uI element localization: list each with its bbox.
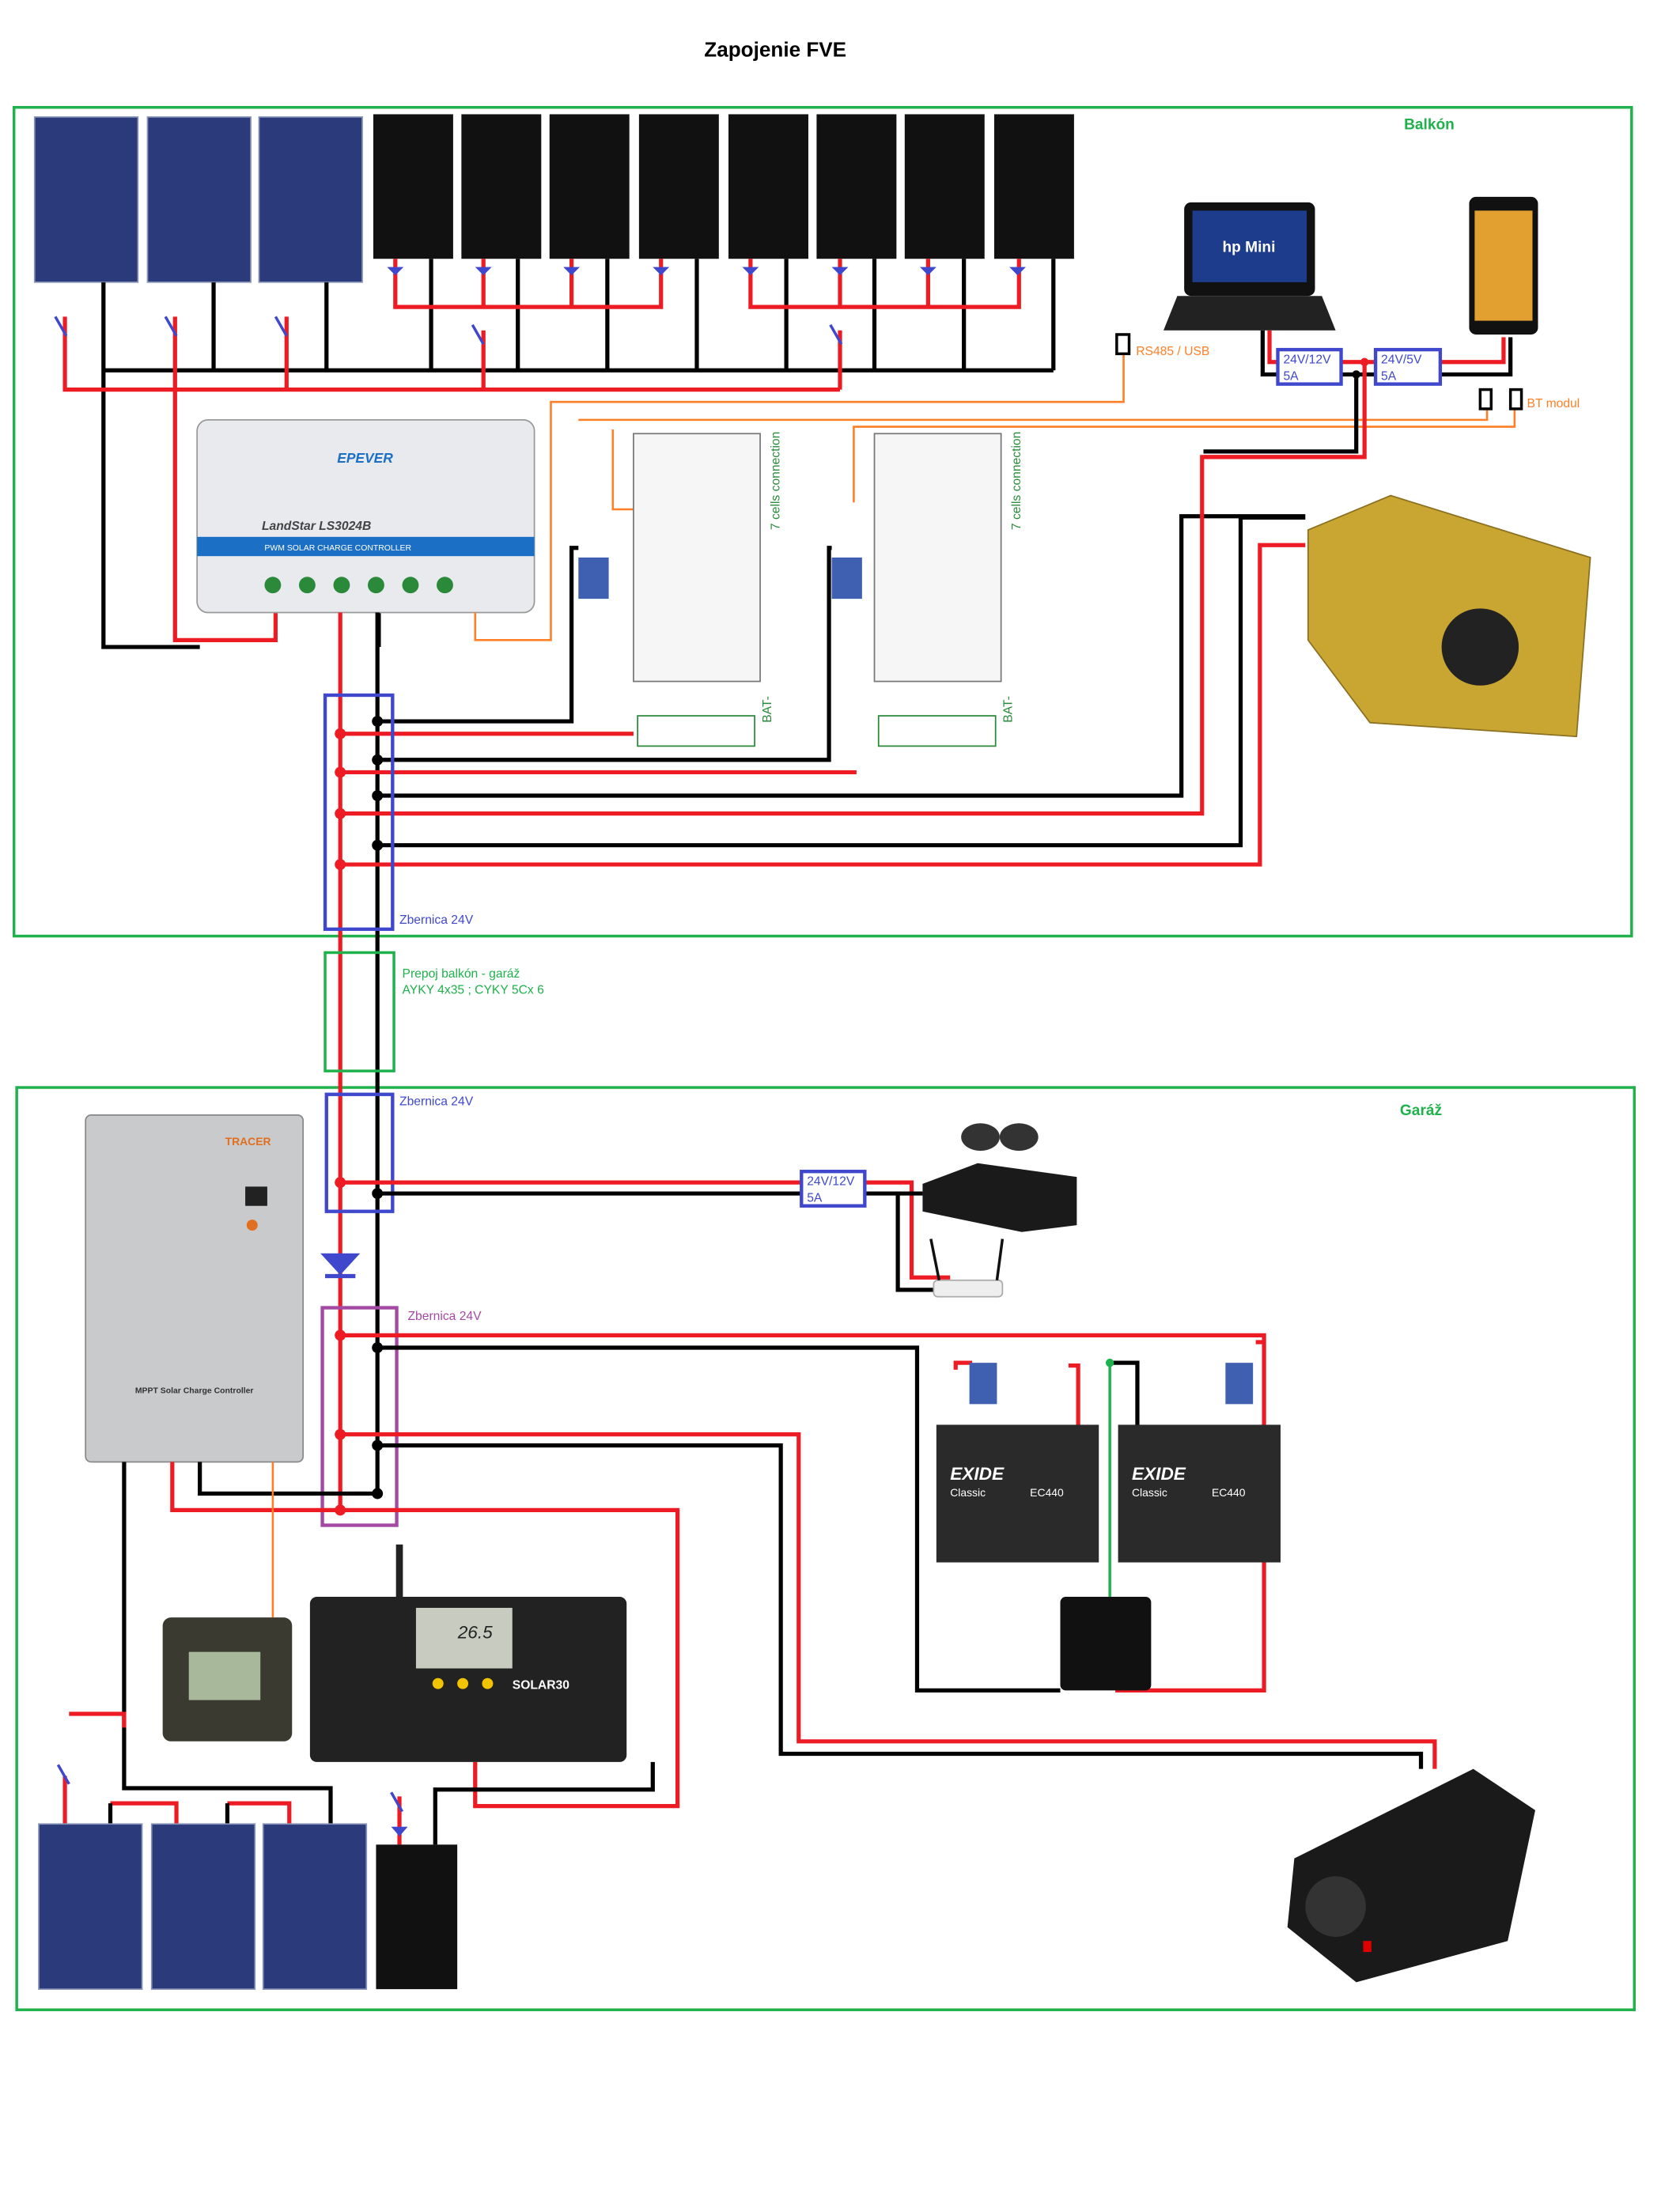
- bt-connector-1: [1478, 388, 1493, 410]
- converter-24v-12v-garaz: 24V/12V 5A: [800, 1170, 867, 1208]
- bus-purple-label: Zbernica 24V: [407, 1310, 482, 1323]
- battery-balancer: [1060, 1597, 1152, 1691]
- svg-text:24V/5V: 24V/5V: [1381, 354, 1422, 367]
- fuse-holder-1: [578, 557, 609, 599]
- switches-lower: [56, 1764, 404, 1813]
- svg-text:MPPT Solar Charge Controller: MPPT Solar Charge Controller: [135, 1386, 254, 1395]
- remote-meter: [162, 1617, 293, 1742]
- svg-text:24V/12V: 24V/12V: [807, 1175, 855, 1189]
- fuse-holders-battery: [969, 1363, 1254, 1405]
- bus-upper-label: Zbernica 24V: [399, 913, 474, 927]
- solar-panel-black-lower: [376, 1844, 458, 1990]
- rs485-connector: [1115, 333, 1131, 356]
- bt-module-label: BT modul: [1527, 397, 1580, 410]
- svg-text:hp Mini: hp Mini: [1222, 240, 1275, 256]
- svg-text:EC440: EC440: [1030, 1486, 1064, 1499]
- svg-text:BAT-: BAT-: [1002, 696, 1016, 723]
- bus-lower-box: [324, 1092, 395, 1213]
- solar-panels-blue-lower: [38, 1823, 368, 1990]
- svg-text:Classic: Classic: [950, 1486, 986, 1499]
- rs485-label: RS485 / USB: [1136, 345, 1209, 358]
- link-label-2: AYKY 4x35 ; CYKY 5Cx 6: [403, 984, 545, 997]
- link-box: [324, 951, 395, 1072]
- diode-lower-icon: [391, 1826, 408, 1836]
- solar-panels-black-upper: [373, 114, 1074, 259]
- laptop-hp-mini: hp Mini: [1164, 202, 1336, 331]
- battery-1: EXIDE Classic EC440: [936, 1424, 1099, 1563]
- link-label-1: Prepoj balkón - garáž: [403, 967, 520, 981]
- epever-charge-controller: EPEVER LandStar LS3024B PWM SOLAR CHARGE…: [196, 418, 535, 614]
- zone-garaz-label: Garáž: [1400, 1102, 1442, 1119]
- svg-text:EXIDE: EXIDE: [1132, 1464, 1186, 1484]
- nvr-with-cameras: [922, 1123, 1077, 1232]
- zone-balkon-label: Balkón: [1404, 117, 1455, 134]
- svg-text:24V/12V: 24V/12V: [1283, 354, 1331, 367]
- svg-text:5A: 5A: [807, 1192, 823, 1205]
- wifi-router: [929, 1239, 1005, 1298]
- tracer-mppt-controller: TRACER MPPT Solar Charge Controller: [85, 1114, 305, 1463]
- svg-text:7 cells connection: 7 cells connection: [1010, 432, 1024, 530]
- svg-text:PWM SOLAR CHARGE CONTROLLER: PWM SOLAR CHARGE CONTROLLER: [264, 544, 411, 553]
- bus-purple-box: [320, 1306, 399, 1527]
- svg-text:BAT-: BAT-: [761, 696, 774, 723]
- switches-upper: [54, 316, 843, 346]
- svg-text:5A: 5A: [1283, 369, 1299, 383]
- inverter-black: [1287, 1768, 1535, 1983]
- smartphone: [1469, 196, 1538, 335]
- bus-upper-box: [323, 693, 395, 932]
- solar30-controller: 26.5 SOLAR30: [309, 1544, 627, 1762]
- diagram-title: Zapojenie FVE: [704, 37, 846, 61]
- zone-balkon: [12, 106, 1633, 938]
- converter-24v-5v: 24V/5V 5A: [1373, 347, 1443, 386]
- bms-board-1: 7 cells connection BAT-: [633, 432, 782, 747]
- svg-text:SOLAR30: SOLAR30: [513, 1679, 570, 1692]
- svg-text:Classic: Classic: [1132, 1486, 1167, 1499]
- zone-garaz: [15, 1086, 1636, 2011]
- bus-lower-label: Zbernica 24V: [399, 1095, 474, 1109]
- svg-text:EC440: EC440: [1212, 1486, 1246, 1499]
- svg-text:EPEVER: EPEVER: [337, 450, 393, 466]
- svg-text:7 cells connection: 7 cells connection: [769, 432, 782, 530]
- bt-connector-2: [1508, 388, 1523, 410]
- inverter-gold: [1307, 494, 1591, 738]
- fuse-holder-2: [831, 557, 862, 599]
- svg-text:LandStar LS3024B: LandStar LS3024B: [262, 520, 371, 533]
- svg-text:5A: 5A: [1381, 369, 1397, 383]
- diode-bus-icon: [320, 1253, 361, 1279]
- svg-text:TRACER: TRACER: [225, 1135, 271, 1148]
- battery-2: EXIDE Classic EC440: [1118, 1424, 1281, 1563]
- converter-24v-12v-balkon: 24V/12V 5A: [1276, 347, 1343, 386]
- svg-text:EXIDE: EXIDE: [950, 1464, 1005, 1484]
- bms-board-2: 7 cells connection BAT-: [873, 432, 1024, 747]
- svg-text:26.5: 26.5: [457, 1622, 493, 1642]
- solar-panels-blue-upper: [33, 116, 363, 283]
